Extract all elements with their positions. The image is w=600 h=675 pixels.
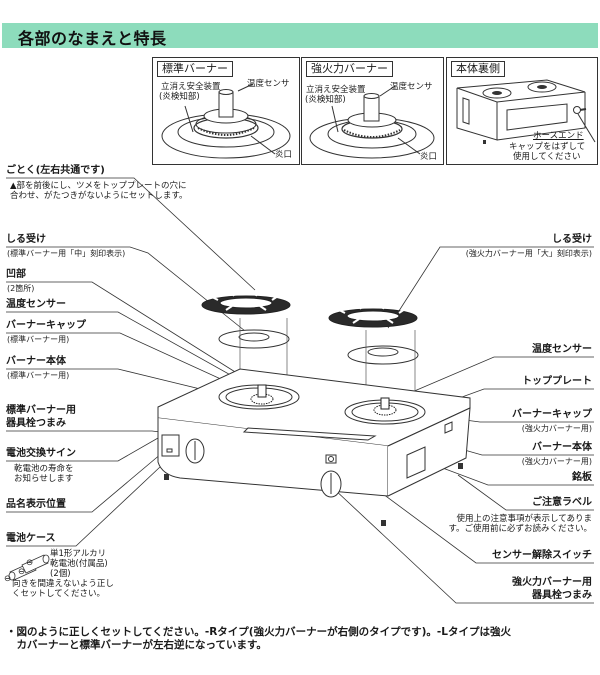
drip-pan-standard-sub: (標準バーナー用「中」刻印表示) — [7, 249, 126, 258]
grate-right — [328, 302, 418, 328]
flame-detector-label: (炎検知部) — [159, 92, 200, 102]
panel-tag: 本体裏側 — [451, 61, 505, 77]
temp-sensor-label: 温度センサ — [247, 79, 290, 89]
standard-burner-illustration — [161, 83, 291, 159]
label-knob-standard-line1: 標準バーナー用 — [6, 405, 76, 416]
grate-left — [201, 289, 291, 315]
burner-body-standard-sub: (標準バーナー用) — [7, 371, 70, 380]
leader-lines — [6, 177, 594, 604]
label-top-plate: トッププレート — [522, 376, 592, 387]
panel-rear-side: 本体裏側 ホースエンド キャップをはずして 使用してください — [446, 57, 598, 165]
label-caution: ご注意ラベル — [532, 497, 592, 508]
battery-orientation-line1: 向きを間違えないよう正し — [12, 579, 114, 589]
stove-rear-illustration — [456, 79, 596, 144]
grate-note: ▲部を前後にし、ツメをトッププレートの穴に 合わせ、がたつきがないようにセットし… — [10, 181, 187, 201]
battery-sign-note: 乾電池の寿命を お知らせします — [14, 464, 74, 484]
high-power-burner-illustration — [309, 85, 435, 159]
hose-end-label: ホースエンド — [533, 131, 584, 141]
safety-device-label: 立消え安全装置 — [306, 85, 366, 95]
stove-feet — [164, 463, 463, 526]
panel-standard-burner: 標準バーナー 立消え安全装置 (炎検知部) 温度センサ 炎口 — [152, 57, 300, 165]
grate-note-line1: ▲部を前後にし、ツメをトッププレートの穴に — [10, 181, 187, 191]
battery-sign-note-line2: お知らせします — [14, 474, 74, 484]
battery-sign-note-line1: 乾電池の寿命を — [14, 464, 74, 474]
label-burner-body-standard: バーナー本体 — [6, 356, 66, 367]
battery-type-line1: 単1形アルカリ — [50, 549, 107, 559]
burner-body-high-sub: (強火力バーナー用) — [521, 457, 592, 466]
minus-icon: ⊖ — [18, 567, 26, 577]
drip-pan-right — [347, 345, 419, 365]
footer-line2: カバーナーと標準バーナーが左右逆になっています。 — [6, 639, 267, 651]
label-burner-body-high: バーナー本体 — [532, 442, 592, 453]
minus-icon: ⊖ — [26, 558, 34, 568]
caution-note-line2: す。ご使用前に必ずお読みください。 — [448, 524, 592, 534]
label-knob-standard-line2: 器具栓つまみ — [6, 418, 66, 429]
label-battery-sign: 電池交換サイン — [6, 448, 76, 459]
panel-high-power-burner: 強火力バーナー 立消え安全装置 (炎検知部) 温度センサ 炎口 — [301, 57, 444, 165]
panel-tag: 強火力バーナー — [306, 61, 393, 77]
label-sensor-release-switch: センサー解除スイッチ — [492, 550, 592, 561]
label-grate: ごとく(左右共通です) — [6, 165, 105, 176]
safety-device-label: 立消え安全装置 — [161, 82, 221, 92]
battery-type-note: 単1形アルカリ 乾電池(付属品) (2個) — [50, 549, 108, 579]
battery-orientation-note: 向きを間違えないよう正し くセットしてください。 — [12, 579, 114, 599]
label-battery-case: 電池ケース — [6, 533, 56, 544]
burner-heads — [250, 384, 397, 416]
label-knob-high-line1: 強火力バーナー用 — [512, 577, 592, 588]
footer-note: ・図のように正しくセットしてください。-Rタイプ(強火力バーナーが右側のタイプで… — [6, 626, 598, 652]
flame-port-label: 炎口 — [275, 150, 293, 160]
label-drip-pan-standard: しる受け — [6, 234, 46, 245]
label-temp-sensor-left: 温度センサー — [6, 299, 66, 310]
hose-note-line1: キャップをはずして — [509, 142, 586, 152]
label-nameplate: 銘板 — [572, 472, 592, 483]
hose-note-line2: 使用してください — [513, 152, 581, 162]
drip-pan-left — [218, 329, 290, 349]
label-drip-pan-high: しる受け — [552, 234, 592, 245]
footer-line1: ・図のように正しくセットしてください。-Rタイプ(強火力バーナーが右側のタイプで… — [6, 626, 511, 638]
caution-note: 使用上の注意事項が表示してありま す。ご使用前に必ずお読みください。 — [448, 514, 592, 534]
drip-pan-high-sub: (強火力バーナー用「大」刻印表示) — [465, 249, 592, 258]
panel-tag: 標準バーナー — [157, 61, 233, 77]
label-recess: 凹部 — [6, 269, 26, 280]
section-header-banner: 各部のなまえと特長 — [2, 23, 598, 48]
battery-type-line2: 乾電池(付属品) — [50, 559, 108, 569]
label-knob-high-line2: 器具栓つまみ — [532, 590, 592, 601]
battery-icon — [8, 554, 50, 581]
minus-icon: ⊖ — [4, 574, 12, 584]
burner-cap-high-sub: (強火力バーナー用) — [521, 424, 592, 433]
label-burner-cap-standard: バーナーキャップ — [6, 320, 86, 331]
battery-orientation-line2: くセットしてください。 — [12, 589, 105, 599]
burner-cap-standard-sub: (標準バーナー用) — [7, 335, 70, 344]
label-temp-sensor-right: 温度センサー — [532, 344, 592, 355]
recess-sub: (2箇所) — [7, 284, 35, 293]
grate-note-line2: 合わせ、がたつきがないようにセットします。 — [10, 191, 188, 201]
temp-sensor-label: 温度センサ — [390, 82, 433, 92]
flame-detector-label: (炎検知部) — [305, 95, 346, 105]
flame-port-label: 炎口 — [420, 152, 438, 162]
stove-body — [157, 368, 471, 498]
caution-note-line1: 使用上の注意事項が表示してありま — [456, 514, 593, 524]
battery-type-line3: (2個) — [50, 569, 71, 579]
label-product-name-position: 品名表示位置 — [6, 499, 66, 510]
section-title: 各部のなまえと特長 — [18, 29, 167, 48]
label-burner-cap-high: バーナーキャップ — [512, 409, 592, 420]
